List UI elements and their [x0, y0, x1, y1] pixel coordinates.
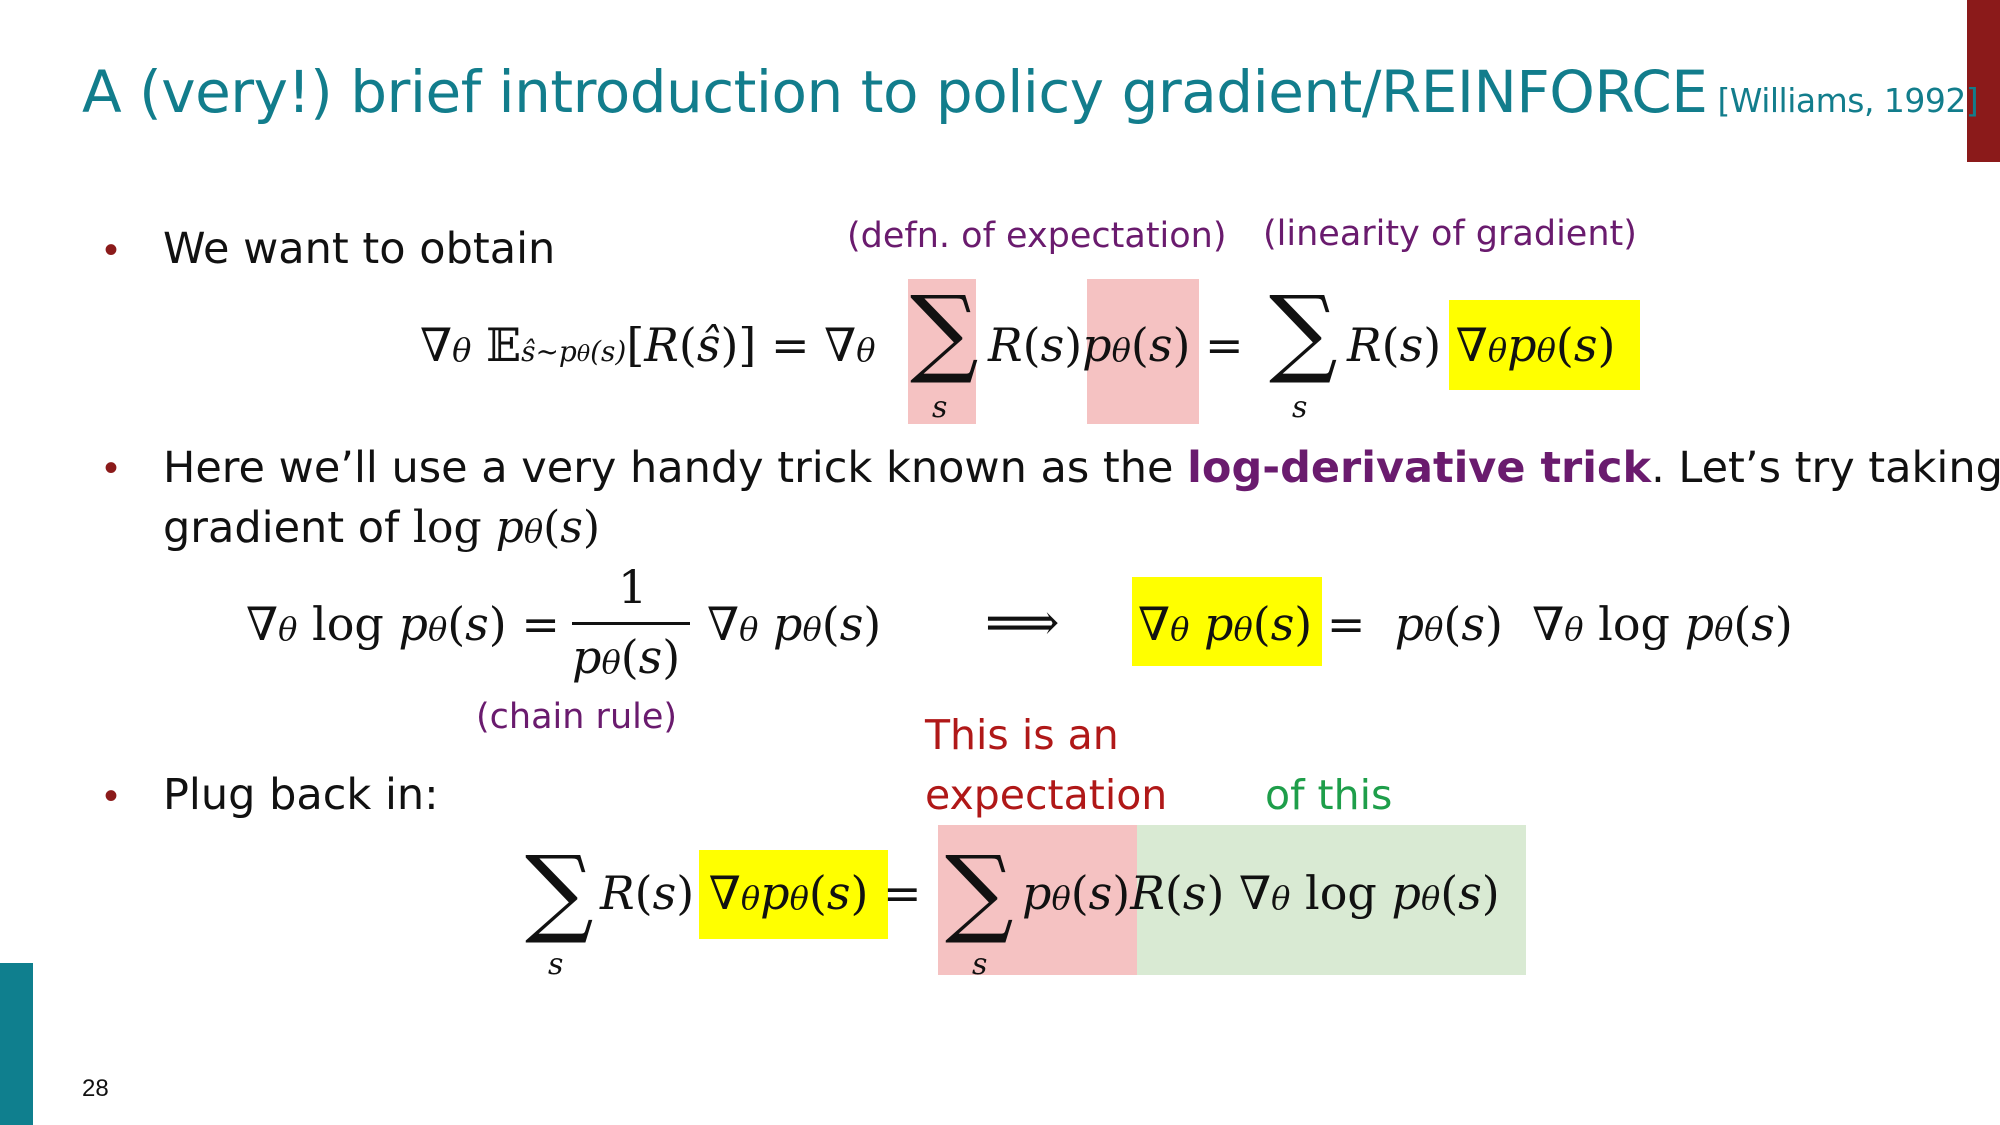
bullet-dot: •: [104, 228, 119, 272]
right-accent-bar: [1967, 0, 2000, 162]
sum-index: s: [548, 947, 564, 982]
bullet-dot: •: [104, 446, 119, 490]
sum-index: s: [932, 390, 948, 425]
implies-arrow: ⟹: [985, 593, 1060, 653]
highlight-ptheta: [1087, 279, 1199, 424]
defn-annotation: (defn. of expectation): [847, 216, 1227, 256]
highlight-of-this: [1137, 825, 1526, 975]
sum-symbol: ∑: [1269, 275, 1338, 387]
bullet-2-post: . Let’s try taking the: [1651, 443, 2000, 493]
fraction-bar: [572, 622, 690, 625]
sum-index: s: [1292, 390, 1308, 425]
expectation-line-2: expectation: [925, 771, 1168, 819]
equation-1-rhs: R(s) ∇θpθ(s): [1347, 318, 1616, 372]
expectation-line-1: This is an: [925, 711, 1119, 759]
bullet-3-text: Plug back in:: [163, 770, 439, 820]
highlight-grad-ptheta: [1449, 300, 1640, 390]
page-number: 28: [82, 1075, 109, 1102]
sum-symbol: ∑: [910, 275, 979, 387]
highlight-expectation: [938, 825, 1137, 975]
left-accent-bar: [0, 963, 33, 1125]
sum-index: s: [972, 947, 988, 982]
linearity-annotation: (linearity of gradient): [1263, 214, 1637, 254]
highlight-grad-ptheta-2: [1132, 577, 1322, 666]
bullet-2-text: Here we’ll use a very handy trick known …: [163, 443, 2000, 493]
bullet-2-pre: Here we’ll use a very handy trick known …: [163, 443, 1188, 493]
chain-rule-annotation: (chain rule): [476, 697, 678, 737]
equation-3-lhs: R(s) ∇θpθ(s) =: [600, 866, 922, 920]
equation-2-grad: ∇θ pθ(s): [707, 597, 882, 651]
bullet-1-text: We want to obtain: [163, 224, 556, 274]
bullet-2-line2-text: gradient of: [163, 503, 413, 553]
equation-2-lhs: ∇θ log pθ(s) =: [246, 597, 560, 651]
log-derivative-trick-term: log-derivative trick: [1187, 443, 1652, 493]
bullet-dot: •: [104, 774, 119, 818]
expectation-annotation: This is an expectation: [925, 705, 1167, 825]
bullet-2-line2: gradient of log pθ(s): [163, 502, 601, 553]
equation-1-mid: R(s)pθ(s) =: [988, 318, 1244, 372]
equation-1-lhs: ∇θ 𝔼ŝ~pθ(s)[R(ŝ)] = ∇θ: [420, 318, 876, 372]
fraction-numerator: 1: [618, 560, 648, 614]
equation-2-rhs: ∇θ pθ(s) = pθ(s) ∇θ log pθ(s): [1138, 597, 1793, 651]
equation-3-rhs: pθ(s)R(s) ∇θ log pθ(s): [1022, 866, 1500, 920]
sum-symbol: ∑: [945, 835, 1014, 947]
citation: [Williams, 1992]: [1717, 81, 1979, 120]
of-this-annotation: of this: [1265, 771, 1393, 819]
sum-symbol: ∑: [525, 835, 594, 947]
title-text: A (very!) brief introduction to policy g…: [82, 58, 1708, 126]
highlight-grad-ptheta-3: [699, 850, 888, 939]
fraction-denominator: pθ(s): [572, 630, 681, 684]
highlight-sum: [908, 279, 976, 424]
slide-title: A (very!) brief introduction to policy g…: [82, 58, 1979, 126]
